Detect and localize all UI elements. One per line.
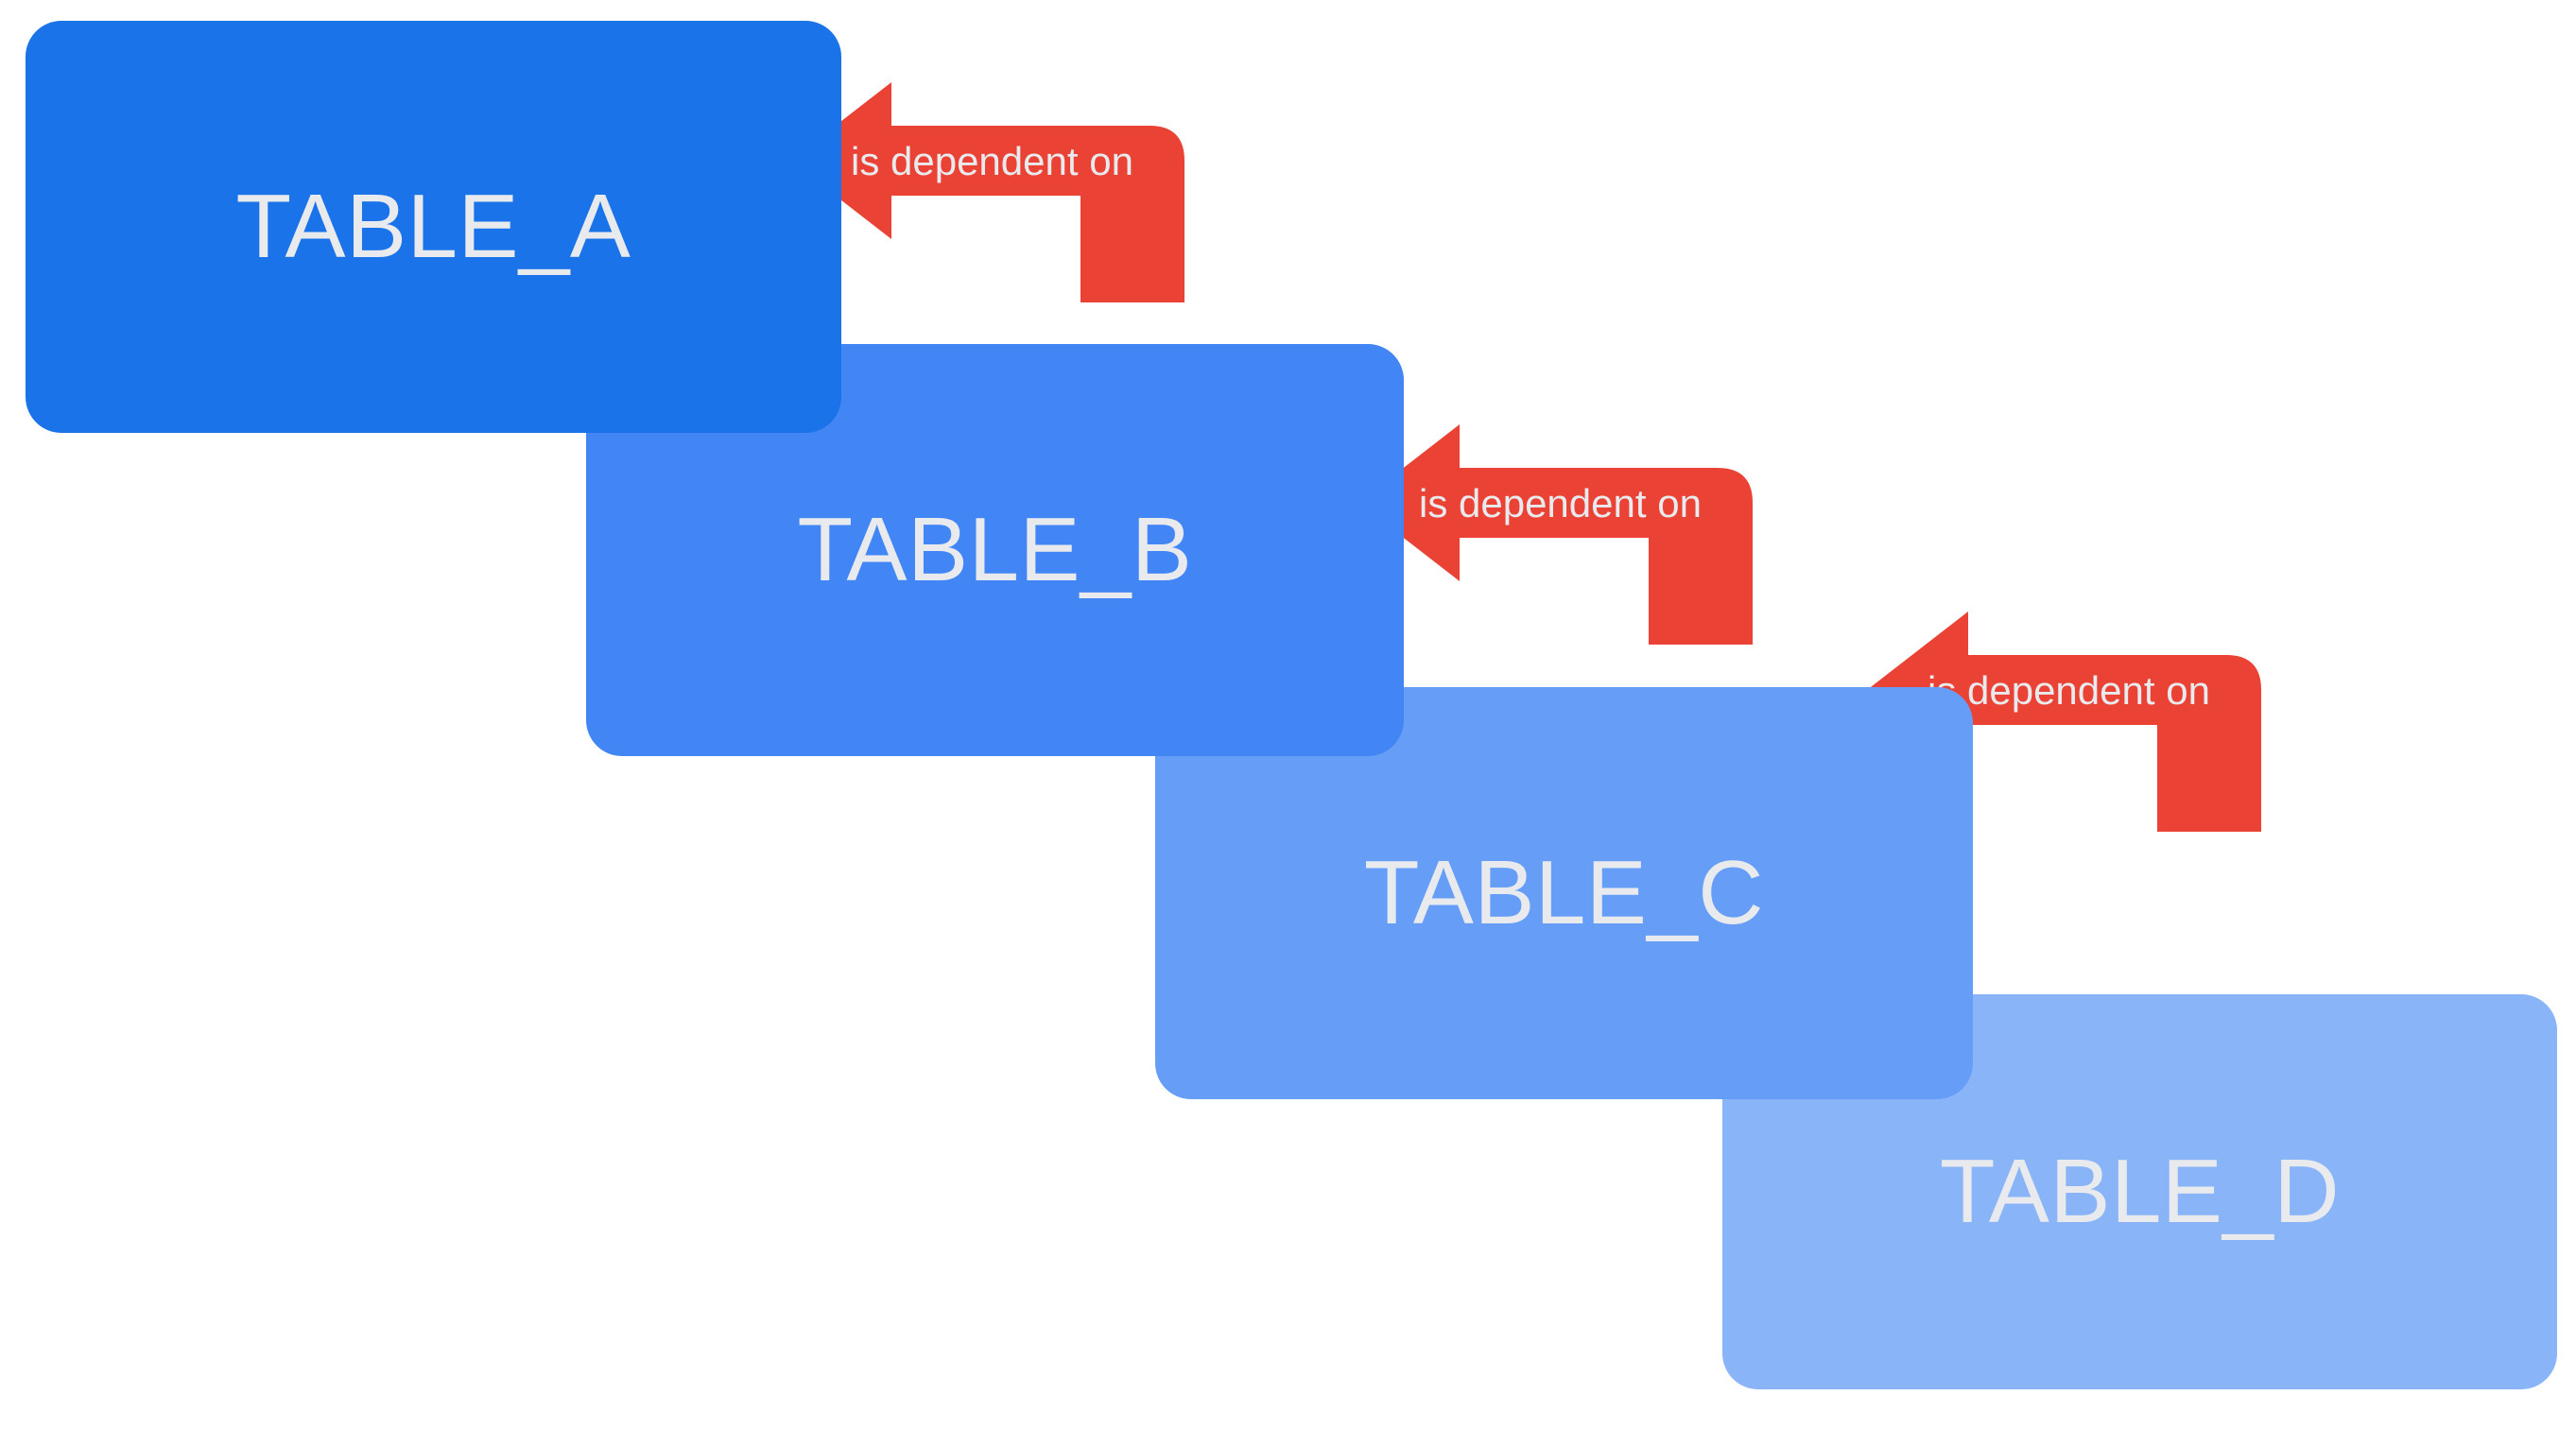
node-table-a[interactable]: TABLE_A bbox=[26, 21, 841, 433]
arrow-left-icon bbox=[790, 82, 1184, 302]
node-table-b-label: TABLE_B bbox=[797, 499, 1193, 600]
node-table-a-label: TABLE_A bbox=[235, 176, 631, 277]
node-table-d[interactable]: TABLE_D bbox=[1722, 994, 2557, 1389]
node-table-c-label: TABLE_C bbox=[1363, 842, 1765, 943]
node-table-d-label: TABLE_D bbox=[1939, 1141, 2341, 1242]
edge-table-b-to-table-a[interactable]: is dependent on bbox=[790, 66, 1286, 302]
arrow-left-icon bbox=[1358, 424, 1753, 645]
edge-table-c-to-table-b[interactable]: is dependent on bbox=[1358, 408, 1854, 645]
arrow-left-icon bbox=[1867, 612, 2261, 832]
